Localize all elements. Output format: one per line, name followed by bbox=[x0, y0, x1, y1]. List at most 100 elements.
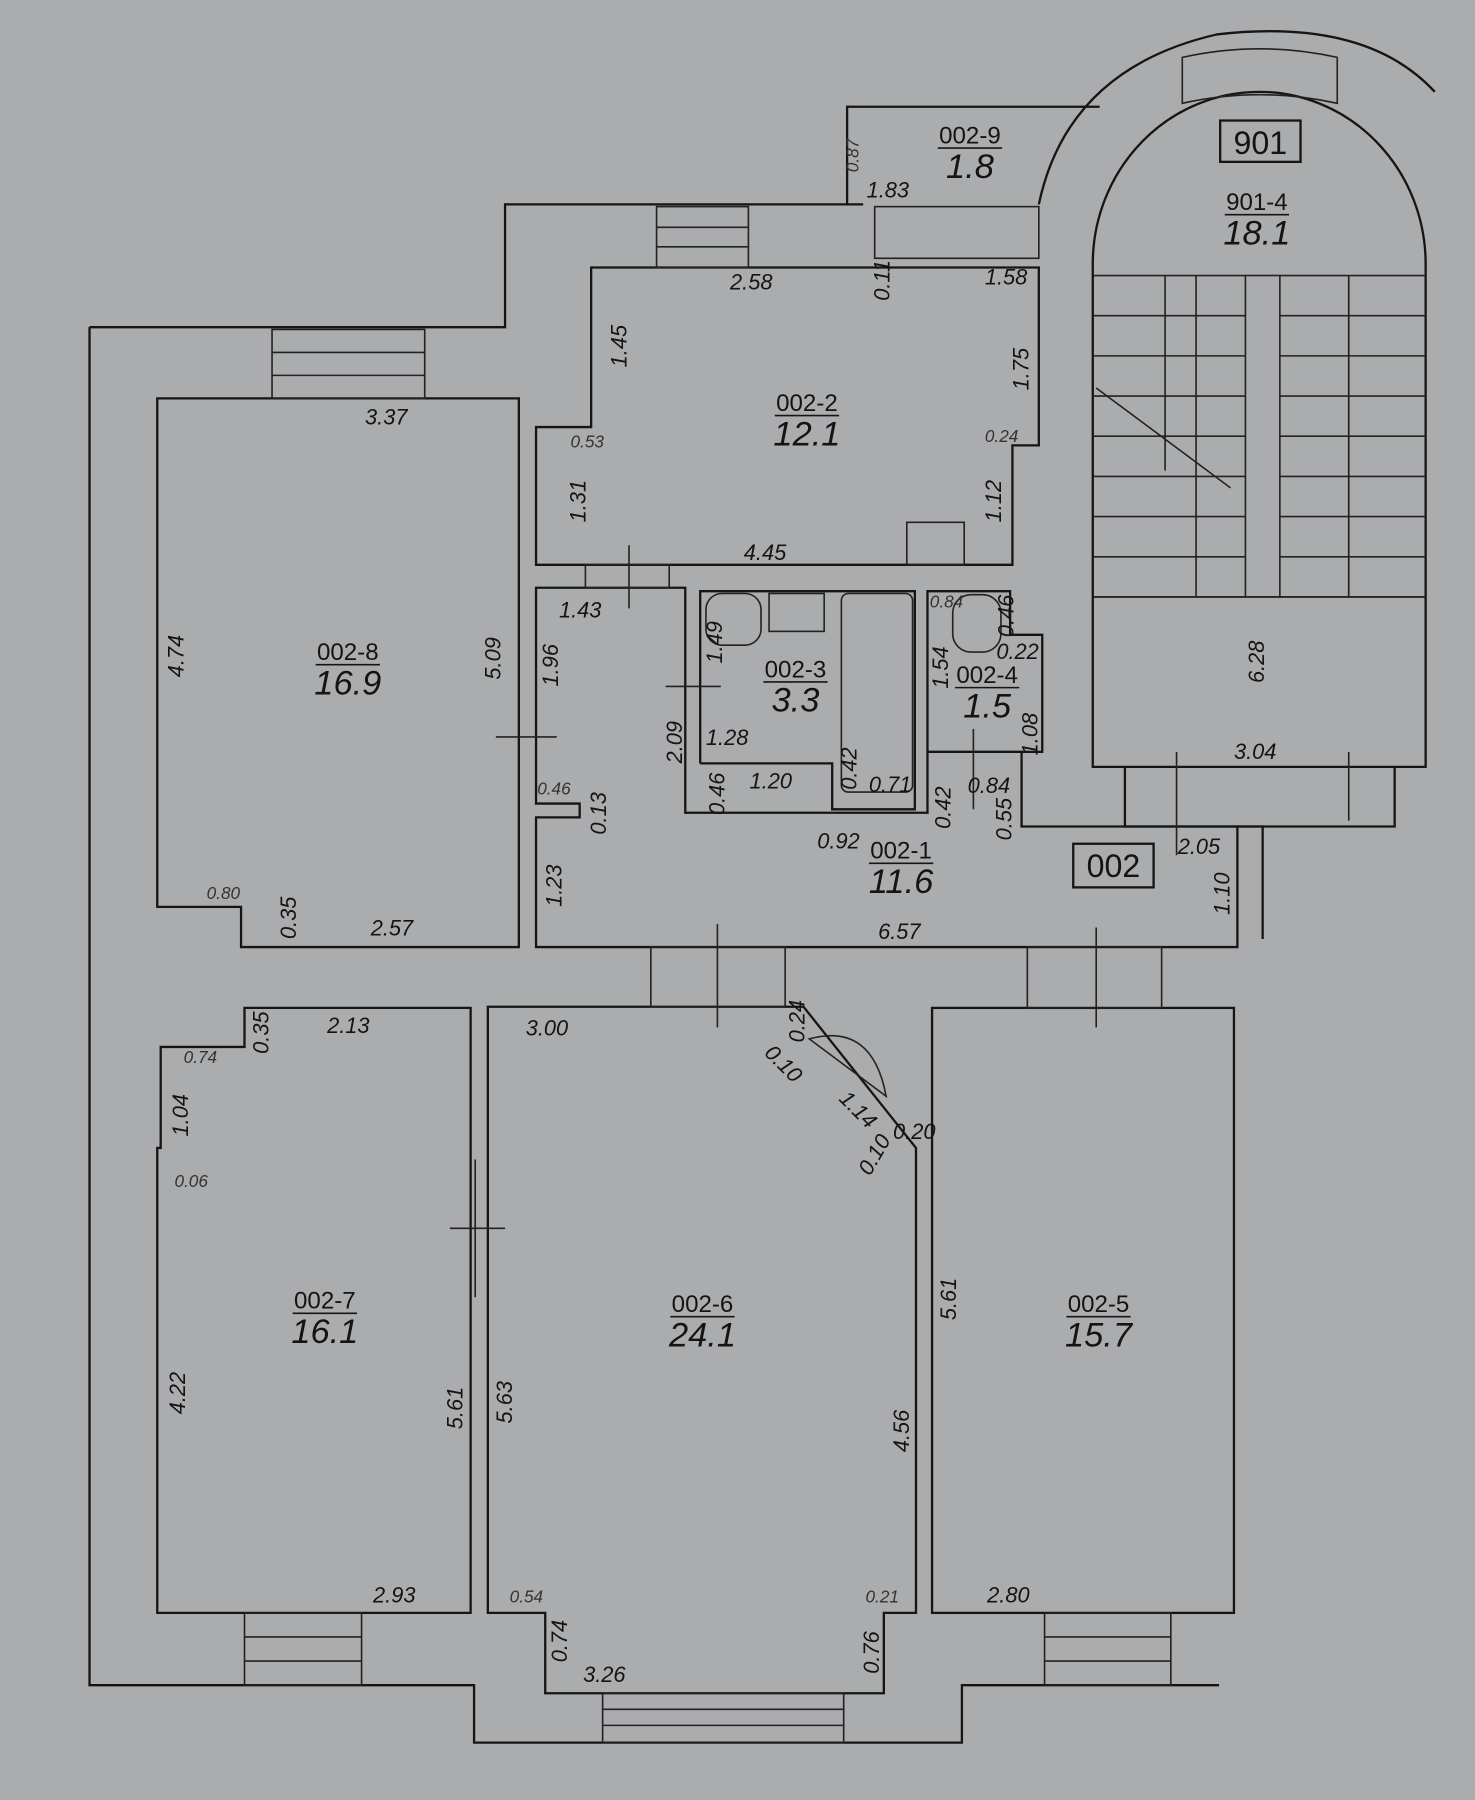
room-002-7-outline bbox=[156, 1006, 472, 1615]
room-id: 002-5 bbox=[1068, 1291, 1130, 1318]
room-area: 24.1 bbox=[668, 1317, 736, 1355]
stairwell-outline bbox=[1091, 90, 1427, 768]
doorways bbox=[449, 545, 1350, 1298]
room-id: 002-4 bbox=[956, 662, 1018, 689]
dimension-label: 0.53 bbox=[570, 432, 604, 452]
right-outer-wall bbox=[1237, 825, 1264, 940]
section-label-002: 002 bbox=[1072, 842, 1155, 889]
room-area: 3.3 bbox=[772, 682, 820, 720]
room-002-7: 002-716.1 bbox=[291, 1288, 358, 1351]
dimension-label: 0.22 bbox=[996, 639, 1038, 664]
room-id: 002-3 bbox=[765, 656, 827, 683]
room-002-8-outline bbox=[156, 397, 520, 949]
dimension-label: 0.74 bbox=[184, 1047, 217, 1067]
dimension-label: 5.61 bbox=[443, 1387, 468, 1429]
dimension-label: 0.46 bbox=[537, 778, 571, 798]
toilet-002-4 bbox=[951, 593, 1002, 653]
room-002-4-outline bbox=[926, 590, 1044, 754]
room-002-3: 002-33.3 bbox=[763, 656, 828, 720]
dimension-label: 0.35 bbox=[276, 896, 301, 939]
room-id: 002-1 bbox=[870, 838, 932, 865]
dimension-label: 1.14 bbox=[834, 1086, 882, 1134]
dimension-label: 1.10 bbox=[1209, 872, 1234, 914]
dimension-label: 0.13 bbox=[586, 792, 611, 834]
dimension-label: 0.87 bbox=[843, 137, 863, 172]
dimension-label: 4.56 bbox=[889, 1409, 914, 1452]
room-002-9-outline bbox=[845, 105, 1100, 205]
dimension-label: 4.45 bbox=[744, 540, 787, 565]
stair-center-wall bbox=[1244, 274, 1281, 598]
dimension-label: 5.63 bbox=[492, 1381, 517, 1423]
dimension-label: 2.58 bbox=[729, 269, 772, 294]
stair-top-arc bbox=[1181, 48, 1339, 105]
room-901-4: 901-418.1 bbox=[1223, 189, 1290, 252]
room-002-1-outline bbox=[534, 586, 1239, 949]
dimension-label: 5.61 bbox=[936, 1278, 961, 1320]
room-002-5: 002-515.7 bbox=[1065, 1291, 1134, 1354]
room-002-9: 002-91.8 bbox=[937, 122, 1003, 186]
stair-cut-line bbox=[1095, 387, 1231, 489]
dimension-label: 1.96 bbox=[538, 643, 563, 686]
dimension-label: 0.42 bbox=[930, 786, 955, 828]
room-002-4: 002-41.5 bbox=[955, 662, 1020, 725]
room-area: 11.6 bbox=[869, 863, 934, 901]
outer-wall-bottom bbox=[88, 327, 1220, 1744]
dimension-label: 1.12 bbox=[981, 480, 1006, 522]
dimension-label: 6.28 bbox=[1244, 641, 1269, 683]
room-area: 1.8 bbox=[946, 148, 994, 186]
outer-wall bbox=[89, 203, 864, 329]
room-002-1: 002-111.6 bbox=[869, 838, 934, 901]
dimension-label: 0.55 bbox=[991, 797, 1016, 840]
dimension-label: 1.43 bbox=[559, 598, 601, 623]
dimension-label: 0.35 bbox=[249, 1011, 274, 1054]
dimension-label: 4.74 bbox=[164, 635, 189, 677]
room-002-3-outline bbox=[699, 590, 916, 811]
dimension-label: 3.37 bbox=[365, 405, 408, 430]
dimension-label: 1.58 bbox=[985, 265, 1027, 290]
toilet-002-3 bbox=[705, 592, 762, 646]
dimension-label: 0.46 bbox=[704, 772, 729, 815]
dimension-label: 0.92 bbox=[817, 828, 859, 853]
dimension-label: 5.09 bbox=[480, 637, 505, 679]
dimension-label: 1.23 bbox=[541, 864, 566, 906]
dimension-label: 1.20 bbox=[750, 769, 792, 794]
dimension-label: 1.49 bbox=[702, 621, 727, 663]
walls bbox=[88, 30, 1436, 1744]
dimension-label: 2.57 bbox=[370, 916, 414, 941]
dimension-label: 6.57 bbox=[878, 919, 921, 944]
dimension-label: 1.31 bbox=[565, 480, 590, 522]
dimension-label: 2.13 bbox=[326, 1013, 369, 1038]
dimension-label: 0.21 bbox=[865, 1587, 898, 1607]
dimension-label: 0.11 bbox=[870, 260, 895, 301]
dimension-label: 3.26 bbox=[583, 1662, 626, 1687]
dimension-label: 1.83 bbox=[867, 177, 909, 202]
room-area: 15.7 bbox=[1065, 1317, 1134, 1355]
section-number: 901 bbox=[1234, 125, 1288, 161]
room-area: 1.5 bbox=[963, 687, 1012, 725]
dimension-label: 4.22 bbox=[165, 1372, 190, 1414]
dimension-label: 0.46 bbox=[994, 594, 1019, 637]
dimension-label: 2.05 bbox=[1177, 834, 1221, 859]
dimension-label: 1.28 bbox=[706, 725, 748, 750]
room-id: 002-9 bbox=[939, 122, 1001, 149]
dimension-label: 1.45 bbox=[607, 324, 632, 367]
dimension-label: 0.71 bbox=[869, 772, 911, 797]
dimension-label: 0.84 bbox=[930, 591, 963, 611]
room-002-2: 002-212.1 bbox=[773, 390, 840, 453]
section-label-901: 901 bbox=[1219, 119, 1302, 164]
room-002-2-outline bbox=[534, 266, 1040, 566]
dimension-label: 2.09 bbox=[662, 721, 687, 764]
section-number: 002 bbox=[1087, 848, 1141, 884]
sink-002-3 bbox=[768, 592, 825, 633]
dimension-label: 0.74 bbox=[547, 1620, 572, 1662]
dimension-label: 2.93 bbox=[372, 1583, 415, 1608]
room-id: 002-7 bbox=[294, 1288, 356, 1315]
room-area: 12.1 bbox=[773, 415, 840, 453]
dimension-label: 1.08 bbox=[1018, 713, 1043, 755]
dimension-label: 1.75 bbox=[1008, 347, 1033, 390]
dimension-label: 3.00 bbox=[526, 1015, 568, 1040]
stair-entry bbox=[1123, 766, 1396, 828]
